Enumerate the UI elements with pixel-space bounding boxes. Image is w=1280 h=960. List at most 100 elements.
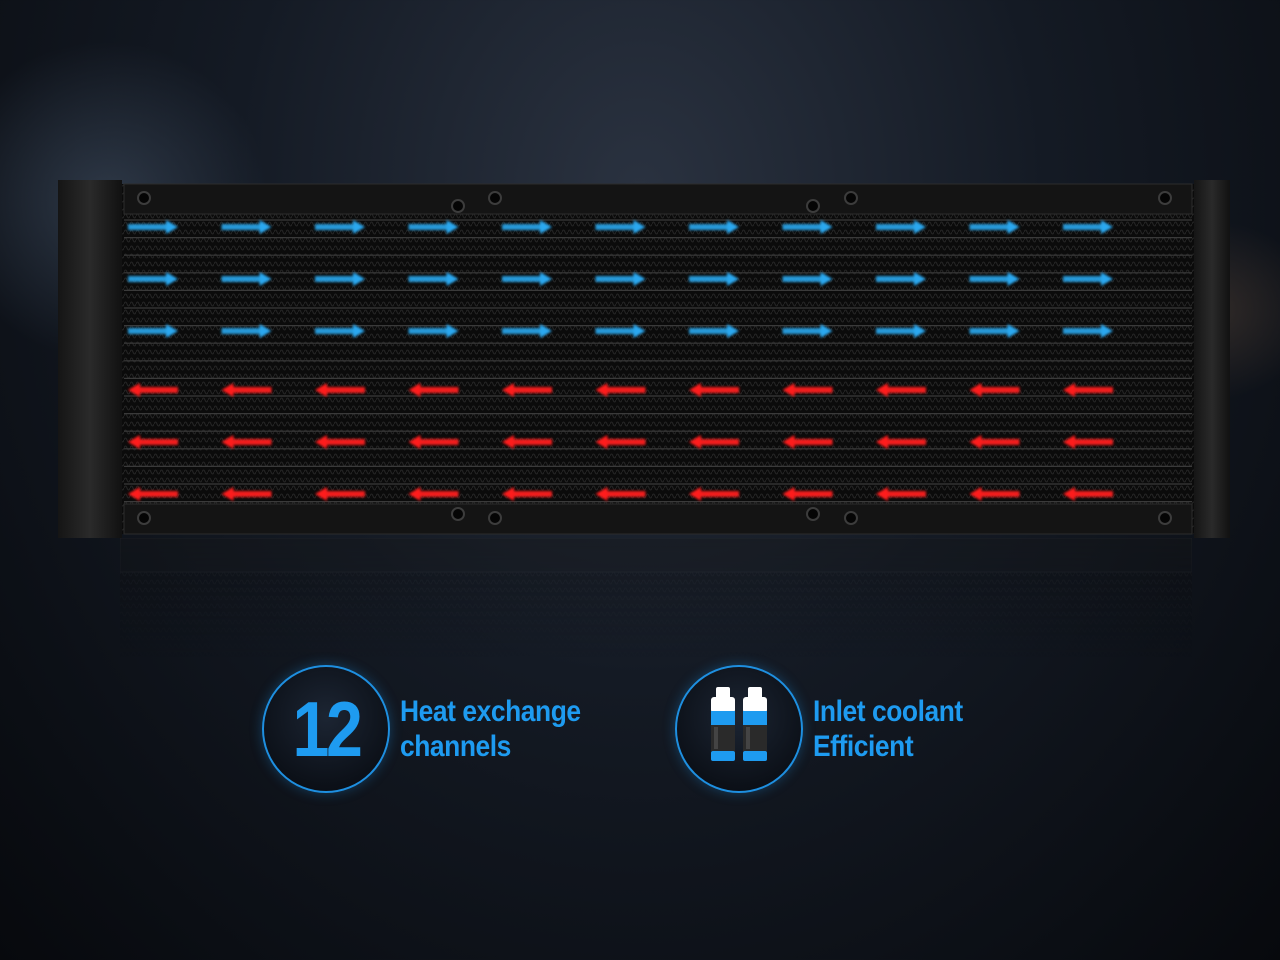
return-flow-arrow — [782, 383, 833, 397]
coolant-flow-arrows — [128, 220, 1113, 501]
return-flow-arrow — [315, 383, 365, 397]
screw-hole — [137, 511, 151, 525]
inlet-flow-arrow — [595, 272, 646, 286]
right-end-tank — [1194, 180, 1230, 538]
screw-hole — [451, 199, 465, 213]
coolant-bottles-icon — [711, 687, 767, 761]
return-flow-arrow — [969, 487, 1020, 501]
left-end-tank — [58, 180, 122, 538]
return-flow-arrow — [502, 487, 552, 501]
screw-hole — [488, 191, 502, 205]
inlet-flow-arrow — [315, 272, 365, 286]
screw-hole — [451, 507, 465, 521]
inlet-flow-arrow — [221, 324, 272, 338]
screw-hole — [806, 507, 820, 521]
return-flow-arrow — [128, 383, 178, 397]
inlet-flow-arrow — [969, 220, 1020, 234]
return-flow-arrow — [876, 487, 926, 501]
inlet-coolant-caption: Inlet coolant Efficient — [813, 694, 963, 764]
return-flow-arrow — [128, 487, 178, 501]
coolant-bottle — [711, 687, 735, 761]
inlet-coolant-line2: Efficient — [813, 730, 914, 763]
inlet-flow-arrow — [689, 220, 739, 234]
inlet-flow-arrow — [876, 220, 926, 234]
return-flow-arrow — [502, 435, 552, 449]
screw-hole — [844, 511, 858, 525]
coolant-bottle — [743, 687, 767, 761]
inlet-flow-arrow — [128, 220, 178, 234]
screw-hole — [844, 191, 858, 205]
return-flow-arrow — [689, 383, 739, 397]
inlet-flow-arrow — [502, 324, 552, 338]
inlet-flow-arrow — [782, 324, 833, 338]
screw-hole — [1158, 191, 1172, 205]
inlet-flow-arrow — [128, 324, 178, 338]
return-flow-arrow — [315, 435, 365, 449]
inlet-flow-arrow — [1063, 220, 1113, 234]
screw-hole — [488, 511, 502, 525]
inlet-flow-arrow — [876, 272, 926, 286]
inlet-flow-arrow — [689, 272, 739, 286]
inlet-flow-arrow — [315, 324, 365, 338]
top-rail — [123, 183, 1193, 215]
return-flow-arrow — [876, 383, 926, 397]
inlet-coolant-line1: Inlet coolant — [813, 695, 963, 728]
inlet-flow-arrow — [502, 272, 552, 286]
screw-hole — [806, 199, 820, 213]
return-flow-arrow — [1063, 383, 1113, 397]
return-flow-arrow — [969, 435, 1020, 449]
return-flow-arrow — [689, 487, 739, 501]
return-flow-arrow — [221, 383, 272, 397]
screw-hole — [1158, 511, 1172, 525]
return-flow-arrow — [1063, 435, 1113, 449]
inlet-flow-arrow — [595, 220, 646, 234]
return-flow-arrow — [689, 435, 739, 449]
inlet-flow-arrow — [782, 220, 833, 234]
inlet-flow-arrow — [502, 220, 552, 234]
return-flow-arrow — [221, 487, 272, 501]
return-flow-arrow — [502, 383, 552, 397]
inlet-flow-arrow — [408, 272, 459, 286]
return-flow-arrow — [782, 487, 833, 501]
return-flow-arrow — [128, 435, 178, 449]
return-flow-arrow — [782, 435, 833, 449]
inlet-flow-arrow — [782, 272, 833, 286]
inlet-flow-arrow — [221, 220, 272, 234]
inlet-flow-arrow — [969, 272, 1020, 286]
inlet-flow-arrow — [969, 324, 1020, 338]
screw-hole — [137, 191, 151, 205]
return-flow-arrow — [876, 435, 926, 449]
return-flow-arrow — [1063, 487, 1113, 501]
heat-exchange-line2: channels — [400, 730, 511, 763]
inlet-flow-arrow — [408, 220, 459, 234]
heat-exchange-line1: Heat exchange — [400, 695, 581, 728]
return-flow-arrow — [408, 383, 459, 397]
return-flow-arrow — [408, 435, 459, 449]
inlet-flow-arrow — [315, 220, 365, 234]
return-flow-arrow — [595, 383, 646, 397]
inlet-flow-arrow — [876, 324, 926, 338]
return-flow-arrow — [595, 487, 646, 501]
return-flow-arrow — [595, 435, 646, 449]
return-flow-arrow — [969, 383, 1020, 397]
radiator-reflection — [120, 538, 1192, 658]
inlet-flow-arrow — [128, 272, 178, 286]
radiator-image — [58, 180, 1230, 538]
inlet-flow-arrow — [595, 324, 646, 338]
coolant-badge — [675, 665, 803, 793]
inlet-flow-arrow — [221, 272, 272, 286]
inlet-flow-arrow — [1063, 272, 1113, 286]
tube-lines — [124, 219, 1192, 503]
inlet-flow-arrow — [689, 324, 739, 338]
channels-badge: 12 — [262, 665, 390, 793]
fin-core — [122, 184, 1194, 534]
return-flow-arrow — [315, 487, 365, 501]
bottom-rail — [123, 503, 1193, 535]
heat-exchange-caption: Heat exchange channels — [400, 694, 581, 764]
inlet-flow-arrow — [1063, 324, 1113, 338]
inlet-flow-arrow — [408, 324, 459, 338]
channels-number: 12 — [292, 684, 363, 773]
mounting-screw-holes — [137, 191, 1172, 525]
return-flow-arrow — [408, 487, 459, 501]
return-flow-arrow — [221, 435, 272, 449]
